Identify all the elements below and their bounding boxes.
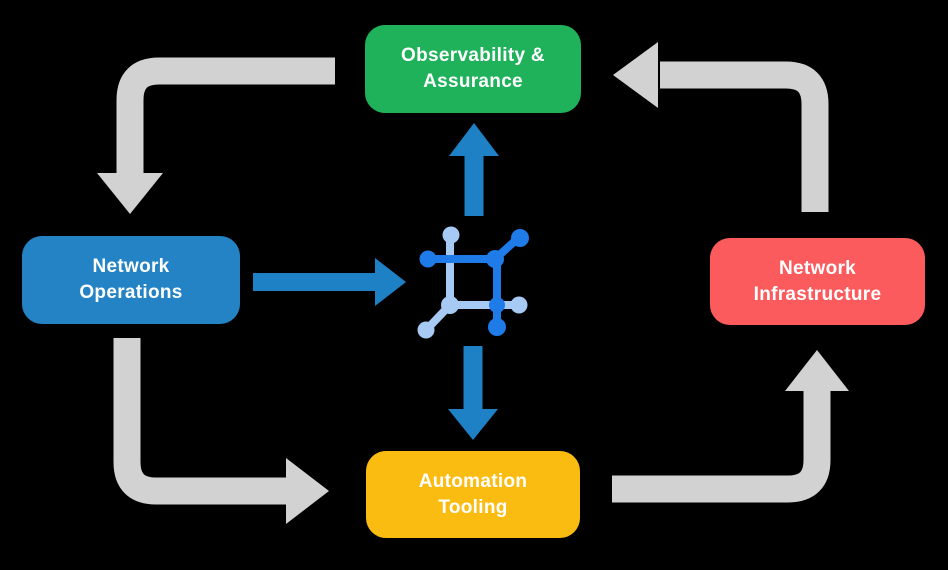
arrow-automation-to-infrastructure — [612, 350, 849, 503]
node-label-line: Observability & — [401, 45, 545, 66]
node-label-line: Network — [92, 256, 170, 277]
arrow-center-to-observability — [449, 123, 499, 216]
node-automation-tooling: Automation Tooling — [366, 451, 580, 538]
node-network-operations: Network Operations — [22, 236, 240, 324]
arrow-infrastructure-to-observability — [613, 42, 829, 212]
node-label-line: Operations — [79, 282, 183, 303]
node-label-line: Infrastructure — [753, 283, 882, 305]
node-label-line: Tooling — [438, 496, 508, 518]
node-label-line: Assurance — [423, 71, 523, 92]
network-mesh-icon — [417, 226, 529, 339]
arrow-observability-to-operations — [97, 57, 335, 214]
node-label-line: Automation — [418, 470, 528, 492]
arrow-operations-to-center — [253, 258, 406, 306]
node-observability-assurance: Observability & Assurance — [365, 25, 581, 113]
node-network-infrastructure: Network Infrastructure — [710, 238, 925, 325]
node-label-line: Network — [778, 257, 857, 279]
arrow-operations-to-automation — [113, 338, 329, 524]
arrow-center-to-automation — [448, 346, 498, 440]
